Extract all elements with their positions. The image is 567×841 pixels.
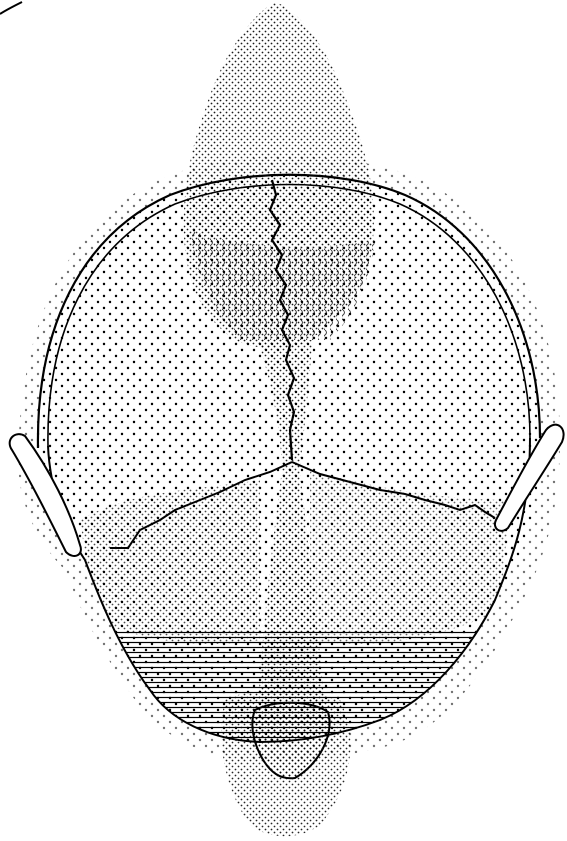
corner-stroke	[0, 2, 22, 14]
